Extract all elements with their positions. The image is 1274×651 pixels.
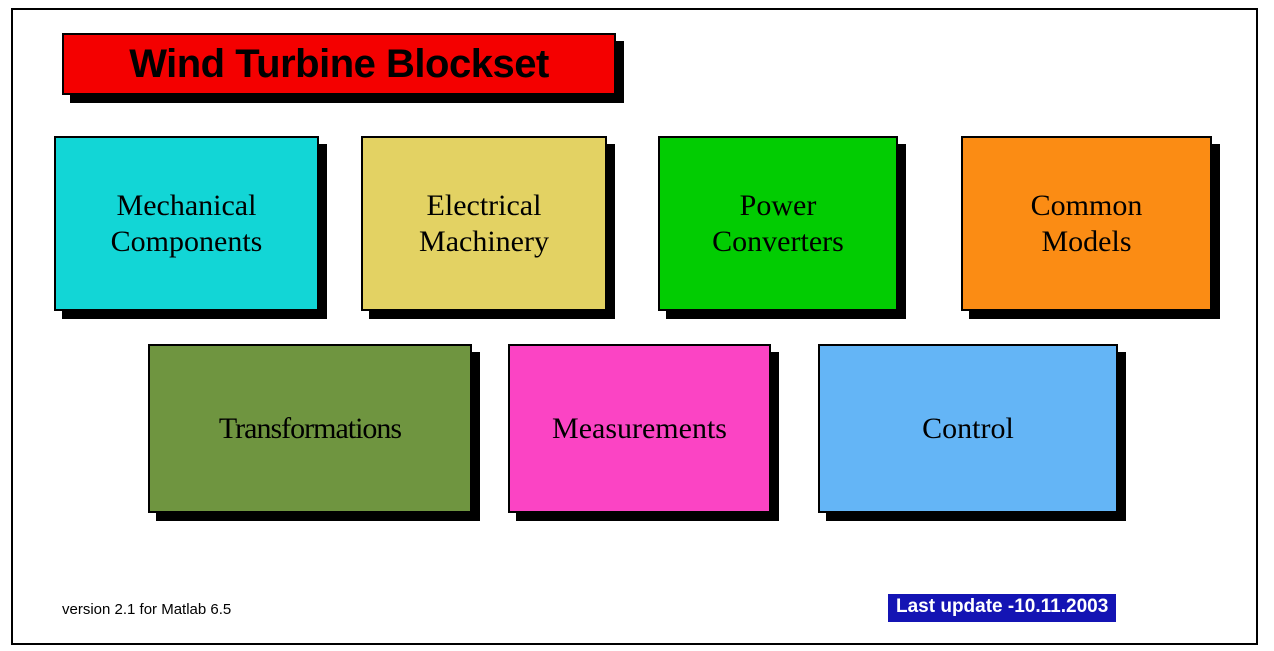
block-face-measurements[interactable]: Measurements (508, 344, 771, 513)
page-title: Wind Turbine Blockset (129, 42, 549, 86)
block-label-transformations: Transformations (218, 411, 402, 445)
block-label-power-converters: Power Converters (712, 189, 844, 258)
block-label-common-models: Common Models (1030, 189, 1143, 258)
diagram-frame-border (11, 8, 1258, 645)
block-measurements[interactable]: Measurements (508, 344, 779, 521)
block-mechanical-components[interactable]: Mechanical Components (54, 136, 327, 319)
block-label-control: Control (922, 411, 1014, 445)
block-common-models[interactable]: Common Models (961, 136, 1220, 319)
version-label: version 2.1 for Matlab 6.5 (62, 601, 232, 618)
block-face-transformations[interactable]: Transformations (148, 344, 472, 513)
block-face-mechanical-components[interactable]: Mechanical Components (54, 136, 319, 311)
block-electrical-machinery[interactable]: Electrical Machinery (361, 136, 615, 319)
block-face-common-models[interactable]: Common Models (961, 136, 1212, 311)
last-update-label: Last update -10.11.2003 (896, 596, 1109, 617)
title-banner: Wind Turbine Blockset (62, 33, 616, 95)
block-face-electrical-machinery[interactable]: Electrical Machinery (361, 136, 607, 311)
block-label-measurements: Measurements (552, 411, 727, 445)
last-update-badge: Last update -10.11.2003 (888, 594, 1117, 622)
block-label-mechanical-components: Mechanical Components (110, 189, 263, 258)
block-label-electrical-machinery: Electrical Machinery (419, 189, 549, 258)
block-control[interactable]: Control (818, 344, 1126, 521)
block-face-control[interactable]: Control (818, 344, 1118, 513)
block-power-converters[interactable]: Power Converters (658, 136, 906, 319)
block-transformations[interactable]: Transformations (148, 344, 480, 521)
block-face-power-converters[interactable]: Power Converters (658, 136, 898, 311)
